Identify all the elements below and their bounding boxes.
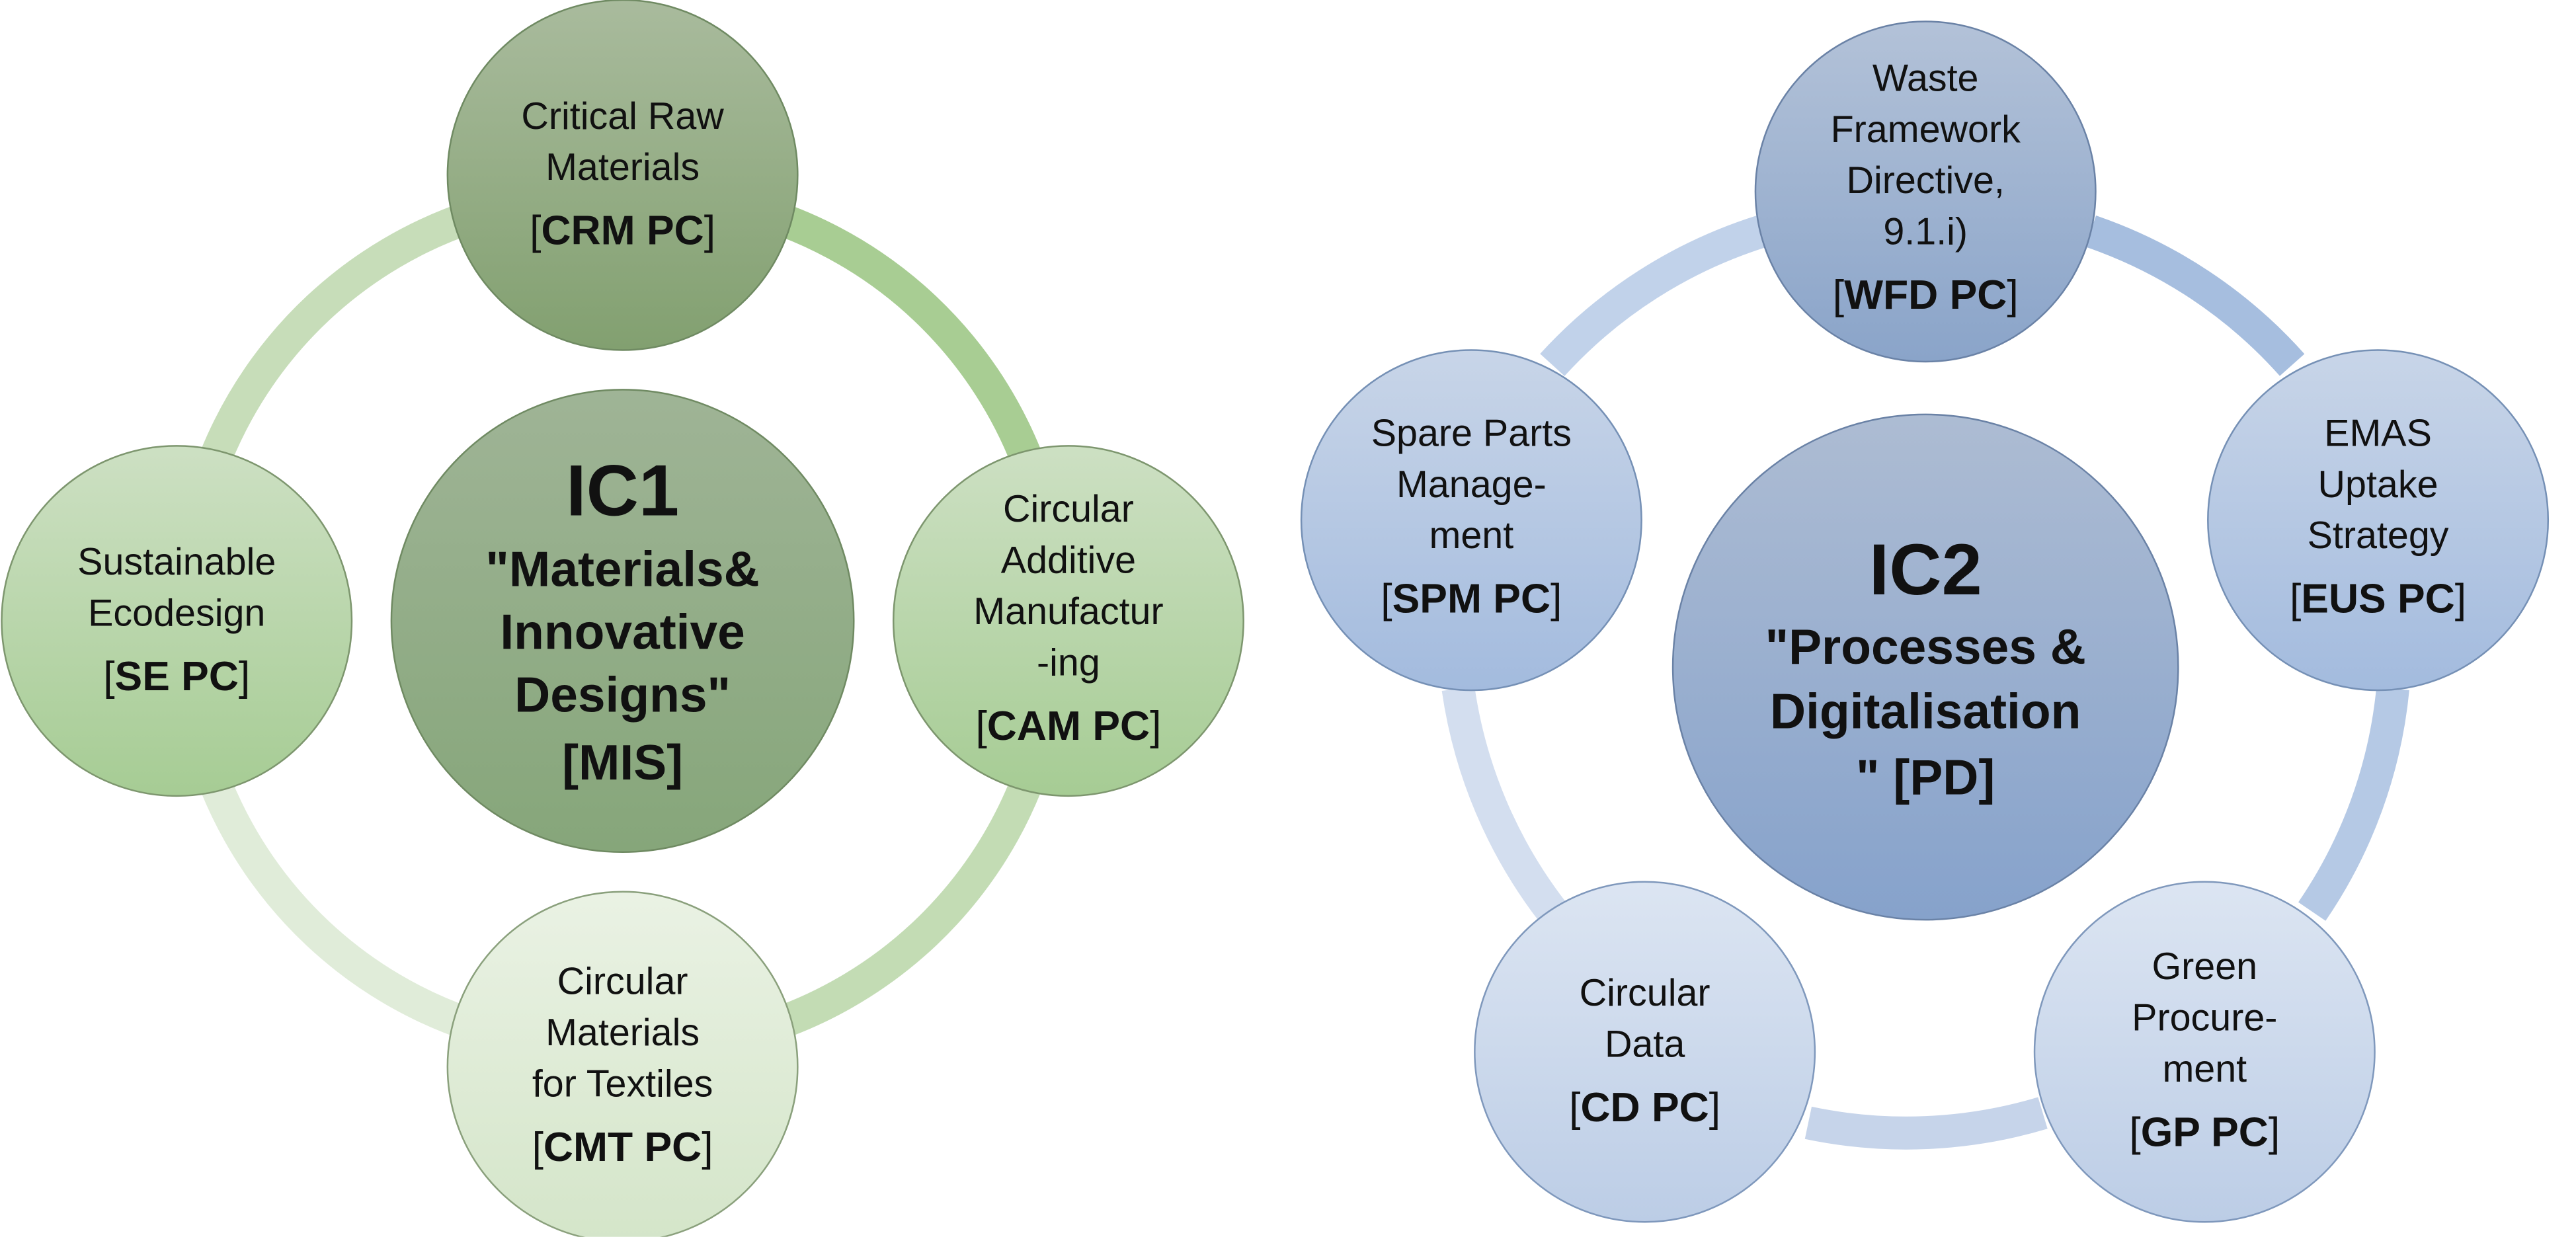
cmt-code-line: [CMT PC]	[532, 1124, 713, 1170]
gp-line3: ment	[2162, 1048, 2247, 1090]
ic1-ring-arc-sw	[201, 779, 478, 1041]
ic2-ring-arc-spm-wfd	[1540, 215, 1767, 376]
ic1-center-line3: Designs"	[514, 666, 731, 722]
cmt-line1: Circular	[557, 961, 688, 1003]
eus-line1: EMAS	[2324, 412, 2432, 454]
cam-code: CAM PC	[987, 703, 1150, 749]
eus-code-line: [EUS PC]	[2290, 576, 2466, 622]
crm-code: CRM PC	[541, 208, 704, 254]
cam-circle	[892, 445, 1244, 797]
crm-node: Critical Raw Materials [CRM PC]	[446, 0, 799, 351]
wfd-line3: Directive,	[1847, 159, 2005, 202]
crm-line2: Materials	[545, 146, 700, 188]
se-code: SE PC	[115, 653, 239, 699]
ic1-cluster: IC1 "Materials& Innovative Designs" [MIS…	[1, 0, 1244, 1237]
cam-line2: Additive	[1001, 539, 1136, 582]
spm-line1: Spare Parts	[1371, 412, 1572, 454]
ic1-center-line2: Innovative	[500, 604, 745, 660]
ic2-ring-arc-cd-spm	[1441, 686, 1566, 922]
gp-code: GP PC	[2141, 1109, 2269, 1155]
cd-node: Circular Data [CD PC]	[1474, 881, 1816, 1223]
crm-code-line: [CRM PC]	[530, 208, 715, 254]
ic2-center-line2: Digitalisation	[1770, 683, 2081, 738]
se-code-line: [SE PC]	[103, 653, 250, 699]
crm-line1: Critical Raw	[521, 95, 724, 138]
cmt-line2: Materials	[545, 1012, 700, 1054]
spm-node: Spare Parts Manage- ment [SPM PC]	[1300, 349, 1642, 692]
wfd-node: Waste Framework Directive, 9.1.i) [WFD P…	[1754, 20, 2097, 363]
cmt-code: CMT PC	[543, 1124, 702, 1170]
wfd-line4: 9.1.i)	[1883, 211, 1968, 253]
spm-line3: ment	[1429, 514, 1514, 557]
ic2-center-circle	[1671, 413, 2179, 921]
spm-line2: Manage-	[1396, 463, 1547, 506]
ic1-center-line1: "Materials&	[485, 541, 759, 597]
spm-code-line: [SPM PC]	[1381, 576, 1562, 622]
se-line2: Ecodesign	[88, 592, 265, 635]
gp-code-line: [GP PC]	[2129, 1109, 2280, 1155]
eus-line2: Uptake	[2318, 463, 2438, 506]
ic1-ring-arc-nw	[201, 200, 478, 462]
ic1-ring-arc-se	[767, 779, 1041, 1041]
gp-node: Green Procure- ment [GP PC]	[2033, 881, 2376, 1223]
ic2-cluster: IC2 "Processes & Digitalisation " [PD] W…	[1300, 20, 2550, 1223]
spm-code: SPM PC	[1392, 576, 1550, 622]
ic1-ring-arc-ne	[767, 200, 1041, 462]
cmt-line3: for Textiles	[532, 1062, 713, 1105]
se-line1: Sustainable	[77, 541, 276, 583]
cam-line3: Manufactur	[973, 590, 1163, 633]
se-circle	[1, 445, 353, 797]
wfd-code-line: [WFD PC]	[1833, 272, 2019, 318]
wfd-line1: Waste	[1872, 57, 1979, 99]
cd-code: CD PC	[1580, 1084, 1709, 1131]
ic1-center-circle	[390, 389, 855, 854]
ic1-center-title: IC1	[566, 450, 679, 531]
wfd-line2: Framework	[1831, 108, 2021, 151]
ic2-center-title: IC2	[1869, 530, 1982, 610]
crm-circle	[446, 0, 799, 351]
eus-line3: Strategy	[2308, 514, 2449, 557]
eus-code: EUS PC	[2301, 576, 2454, 622]
ic1-center-code: [MIS]	[562, 735, 683, 790]
ic2-ring-arc-wfd-eus	[2085, 216, 2305, 376]
spm-circle	[1300, 349, 1642, 692]
cam-line4: -ing	[1037, 642, 1100, 684]
cd-circle	[1474, 881, 1816, 1223]
wfd-code: WFD PC	[1844, 272, 2007, 318]
cam-node: Circular Additive Manufactur -ing [CAM P…	[892, 445, 1244, 797]
cd-line1: Circular	[1580, 972, 1711, 1014]
eus-node: EMAS Uptake Strategy [EUS PC]	[2207, 349, 2550, 692]
cam-code-line: [CAM PC]	[975, 703, 1161, 749]
eus-circle	[2207, 349, 2550, 692]
cam-line1: Circular	[1003, 488, 1134, 530]
gp-line2: Procure-	[2132, 997, 2277, 1039]
cmt-node: Circular Materials for Textiles [CMT PC]	[446, 891, 799, 1237]
se-node: Sustainable Ecodesign [SE PC]	[1, 445, 353, 797]
wfd-circle	[1754, 20, 2097, 363]
ic2-center-line1: "Processes &	[1765, 619, 2086, 674]
cd-code-line: [CD PC]	[1569, 1084, 1720, 1131]
gp-line1: Green	[2152, 945, 2257, 988]
ic2-ring-arc-gp-cd	[1804, 1097, 2048, 1150]
ic2-ring-arc-eus-gp	[2298, 687, 2409, 921]
ic2-center-line3: " [PD]	[1856, 749, 1995, 805]
cmt-circle	[446, 891, 799, 1237]
gp-circle	[2033, 881, 2376, 1223]
cd-line2: Data	[1605, 1023, 1685, 1065]
